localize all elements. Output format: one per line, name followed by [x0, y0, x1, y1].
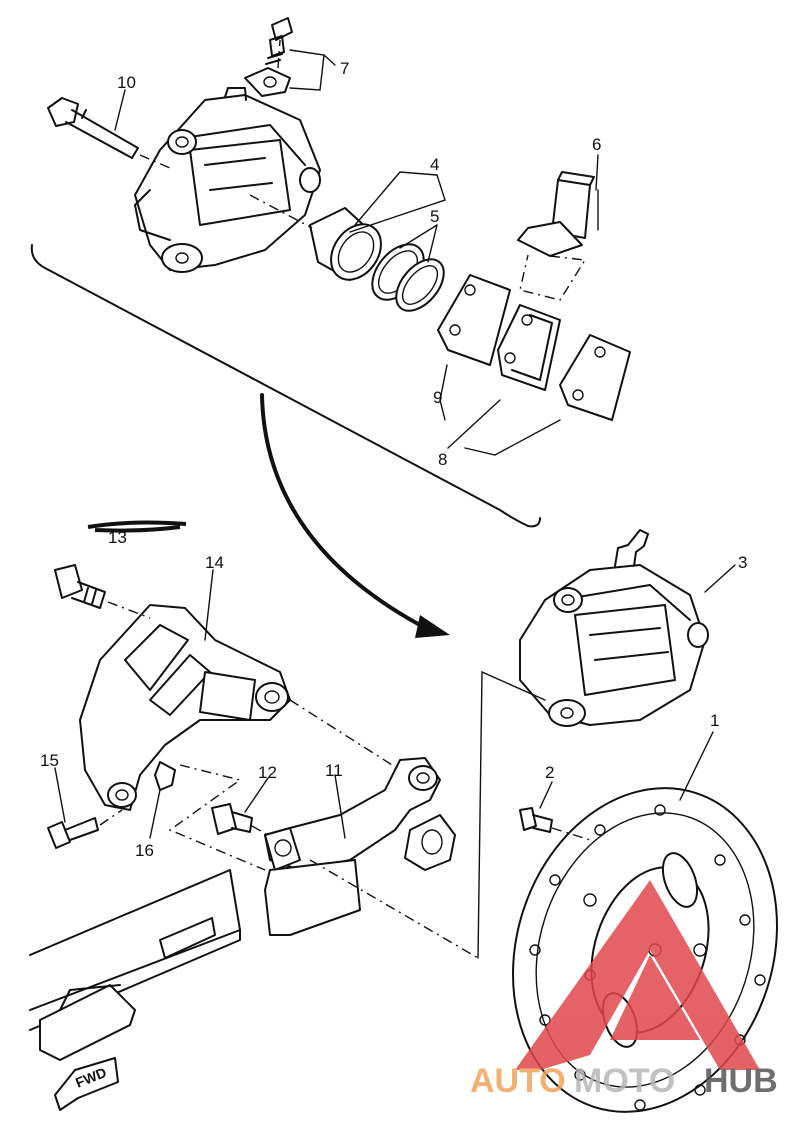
part-label-16: 16 — [135, 841, 154, 860]
part-labels: 1 2 3 4 5 6 7 8 9 10 11 12 13 14 15 16 — [40, 59, 747, 860]
part-label-11: 11 — [325, 761, 343, 780]
watermark-logo-triangle — [515, 880, 760, 1070]
watermark: AUTO MOTO HUB — [470, 880, 778, 1100]
part-label-12: 12 — [258, 763, 277, 782]
caliper-bracket — [79, 604, 291, 811]
watermark-text-moto: MOTO — [574, 1062, 675, 1100]
part-label-13: 13 — [108, 528, 127, 547]
part-label-4: 4 — [430, 155, 439, 174]
bolt-12 — [211, 803, 253, 835]
bolt-2 — [519, 807, 553, 833]
bracket-bolt-13 — [54, 564, 106, 609]
torque-arm — [264, 757, 456, 936]
caliper-assembly — [519, 529, 709, 727]
brake-pad-middle — [497, 304, 561, 391]
pad-support — [517, 171, 595, 301]
scribble-mark — [87, 520, 187, 533]
clip-16 — [154, 761, 176, 791]
seal-kit — [371, 243, 445, 312]
watermark-text-auto: AUTO — [470, 1062, 566, 1100]
part-label-15: 15 — [40, 751, 59, 770]
piston — [309, 207, 382, 281]
bleed-screw-exploded — [244, 17, 293, 97]
brake-pad-right — [559, 334, 631, 421]
part-label-8: 8 — [438, 450, 447, 469]
part-label-2: 2 — [545, 763, 554, 782]
part-label-14: 14 — [205, 553, 224, 572]
caliper-body-exploded — [134, 87, 321, 273]
swingarm — [29, 869, 241, 1061]
caliper-bolt-exploded — [47, 97, 139, 159]
part-label-1: 1 — [710, 711, 719, 730]
fwd-arrow: FWD — [54, 1057, 119, 1111]
part-label-3: 3 — [738, 553, 747, 572]
assembly-arrow — [260, 393, 450, 638]
part-label-9: 9 — [433, 388, 442, 407]
part-label-10: 10 — [117, 73, 136, 92]
exploded-bracket-curve — [30, 244, 541, 528]
watermark-text-hub: HUB — [704, 1062, 778, 1100]
brake-pad-left — [437, 274, 511, 366]
part-label-6: 6 — [592, 135, 601, 154]
leader-lines — [54, 39, 736, 959]
part-label-7: 7 — [340, 59, 349, 78]
part-label-5: 5 — [430, 207, 439, 226]
bolt-15 — [47, 817, 99, 849]
